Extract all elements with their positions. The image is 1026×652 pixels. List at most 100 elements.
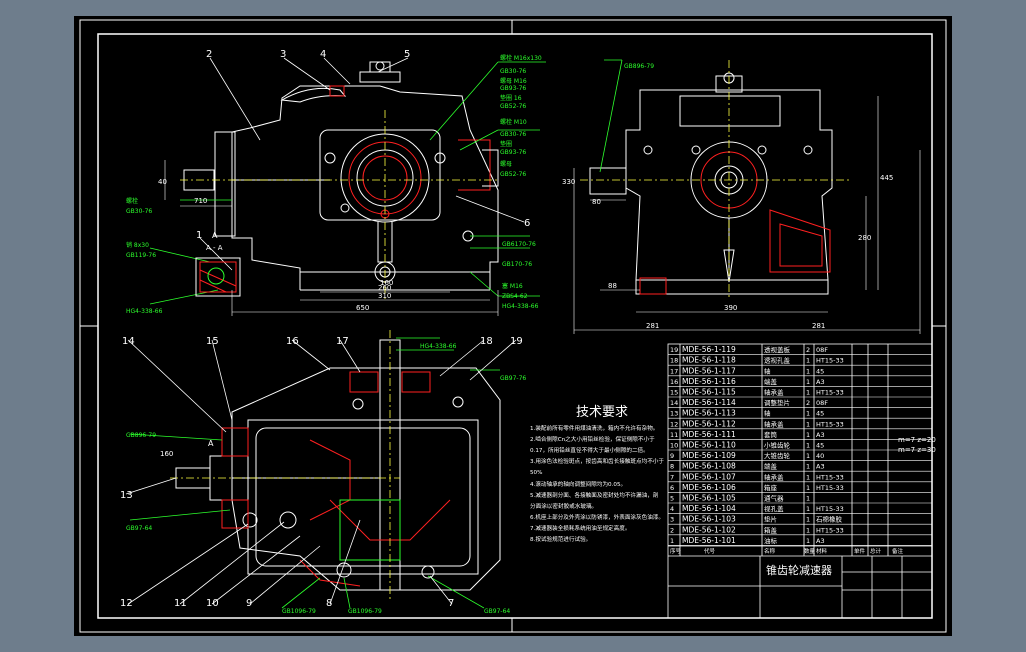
table-cell-name: 调整垫片: [764, 398, 790, 407]
table-cell-code: MDE-56-1-116: [682, 377, 736, 386]
table-cell-no: 1: [670, 537, 674, 545]
table-cell-qty: 2: [806, 399, 810, 407]
table-cell-name: 轴: [764, 409, 771, 418]
svg-text:HG4-338-66: HG4-338-66: [126, 308, 163, 315]
drawing-sheet: [74, 16, 952, 636]
svg-text:GB6170-76: GB6170-76: [502, 241, 536, 248]
table-cell-code: MDE-56-1-105: [682, 494, 736, 503]
balloon-13: 13: [120, 490, 133, 501]
section-a-label: A: [212, 231, 218, 240]
svg-text:40: 40: [158, 178, 167, 186]
table-cell-mat: 45: [816, 410, 824, 418]
table-cell-code: MDE-56-1-112: [682, 419, 736, 428]
table-cell-qty: 1: [806, 516, 810, 524]
table-cell-mat: A3: [816, 378, 825, 386]
table-cell-no: 12: [670, 420, 678, 428]
table-header-cell: 数量: [804, 547, 816, 555]
svg-text:销 8x30: 销 8x30: [126, 241, 149, 249]
table-cell-code: MDE-56-1-117: [682, 366, 736, 375]
tech-requirement-line: 8.按试验规范进行试验。: [530, 535, 591, 543]
side-centerlines: [580, 60, 850, 300]
table-cell-no: 3: [670, 516, 674, 524]
svg-text:390: 390: [724, 304, 737, 312]
tech-requirement-line: 2.啮合侧隙Cn之大小用铅丝检验，保证侧隙不小于: [530, 435, 655, 443]
table-cell-code: MDE-56-1-109: [682, 451, 736, 460]
table-cell-mat: 45: [816, 442, 824, 450]
table-cell-qty: 1: [806, 505, 810, 513]
balloon-11: 11: [174, 598, 187, 609]
section-centerlines: [170, 330, 400, 600]
svg-text:280: 280: [858, 234, 871, 242]
tech-requirement-line: 3.用涂色法检验斑点，按齿高和齿长接触斑点均不小于: [530, 457, 664, 465]
table-cell-code: MDE-56-1-119: [682, 345, 736, 354]
tech-requirement-line: 4.滚动轴承的轴向调整间隙均为0.05。: [530, 480, 626, 488]
front-centerlines: [180, 110, 500, 300]
svg-text:650: 650: [356, 304, 369, 312]
svg-text:GB93-76: GB93-76: [500, 149, 526, 156]
table-cell-name: 透视孔盖: [764, 356, 791, 365]
table-cell-no: 5: [670, 495, 674, 503]
svg-text:GB30-76: GB30-76: [500, 68, 526, 75]
front-right-refs: 螺栓 M16x130 GB30-76 螺母 M16 GB93-76 垫圈 16 …: [500, 54, 542, 178]
table-cell-code: MDE-56-1-104: [682, 504, 736, 513]
table-cell-code: MDE-56-1-114: [682, 398, 736, 407]
table-cell-code: MDE-56-1-102: [682, 525, 736, 534]
table-cell-qty: 1: [806, 410, 810, 418]
table-cell-code: MDE-56-1-108: [682, 462, 736, 471]
table-cell-mat: 石棉橡胶: [816, 515, 843, 524]
table-cell-mat: HT15-33: [816, 526, 844, 534]
table-cell-qty: 1: [806, 420, 810, 428]
svg-text:垫圈: 垫圈: [500, 140, 512, 148]
tech-requirement-line: 50%: [530, 470, 542, 476]
gear-note-2: m=7 z=30: [898, 446, 936, 454]
table-cell-name: 大锥齿轮: [764, 451, 791, 460]
balloon-15: 15: [206, 336, 219, 347]
front-left-refs: 螺栓 GB30-76 销 8x30 GB119-76: [126, 197, 156, 259]
table-cell-code: MDE-56-1-101: [682, 536, 736, 545]
table-cell-qty: 1: [806, 357, 810, 365]
detail-a-a: [195, 257, 241, 297]
balloon-9: 9: [246, 598, 252, 609]
table-header-cell: 序号: [670, 547, 682, 555]
svg-text:GB1096-79: GB1096-79: [348, 608, 382, 615]
table-cell-name: 油标: [764, 536, 778, 545]
table-cell-no: 19: [670, 346, 678, 354]
table-cell-name: 箱座: [764, 483, 778, 492]
table-cell-name: 视孔盖: [764, 504, 784, 513]
svg-text:310: 310: [378, 292, 391, 300]
svg-text:80: 80: [592, 198, 601, 206]
table-cell-no: 16: [670, 378, 678, 386]
tech-requirement-line: 分面涂以密封胶或水玻璃。: [530, 502, 597, 510]
svg-text:GB30-76: GB30-76: [500, 131, 526, 138]
svg-text:445: 445: [880, 174, 893, 182]
table-cell-mat: 40: [816, 452, 824, 460]
table-cell-code: MDE-56-1-107: [682, 472, 736, 481]
table-cell-mat: 08F: [816, 399, 828, 407]
table-cell-mat: HT15-33: [816, 357, 844, 365]
svg-text:GB97-64: GB97-64: [126, 525, 152, 532]
table-cell-name: 套筒: [764, 430, 778, 439]
balloon-5: 5: [404, 49, 410, 60]
table-header-cell: 总计: [870, 547, 882, 555]
balloon-4: 4: [320, 49, 326, 60]
table-cell-qty: 1: [806, 473, 810, 481]
table-cell-name: 端盖: [764, 377, 778, 386]
front-dimension-values: 710 40 260 310 650 160: [158, 178, 393, 312]
table-cell-name: 小锥齿轮: [764, 441, 791, 450]
table-cell-no: 13: [670, 410, 678, 418]
table-cell-mat: 45: [816, 367, 824, 375]
table-cell-mat: A3: [816, 431, 825, 439]
balloon-8: 8: [326, 598, 332, 609]
table-cell-code: MDE-56-1-118: [682, 356, 736, 365]
table-cell-qty: 1: [806, 526, 810, 534]
table-cell-code: MDE-56-1-110: [682, 441, 736, 450]
table-cell-no: 15: [670, 389, 678, 397]
svg-text:HG4-338-66: HG4-338-66: [502, 303, 539, 310]
svg-text:螺母 M16: 螺母 M16: [500, 77, 527, 85]
drawing-title: 锥齿轮减速器: [766, 563, 832, 577]
svg-text:塞 M16: 塞 M16: [502, 282, 523, 290]
table-cell-no: 18: [670, 357, 678, 365]
svg-text:88: 88: [608, 282, 617, 290]
table-cell-qty: 1: [806, 431, 810, 439]
svg-text:GB52-76: GB52-76: [500, 171, 526, 178]
